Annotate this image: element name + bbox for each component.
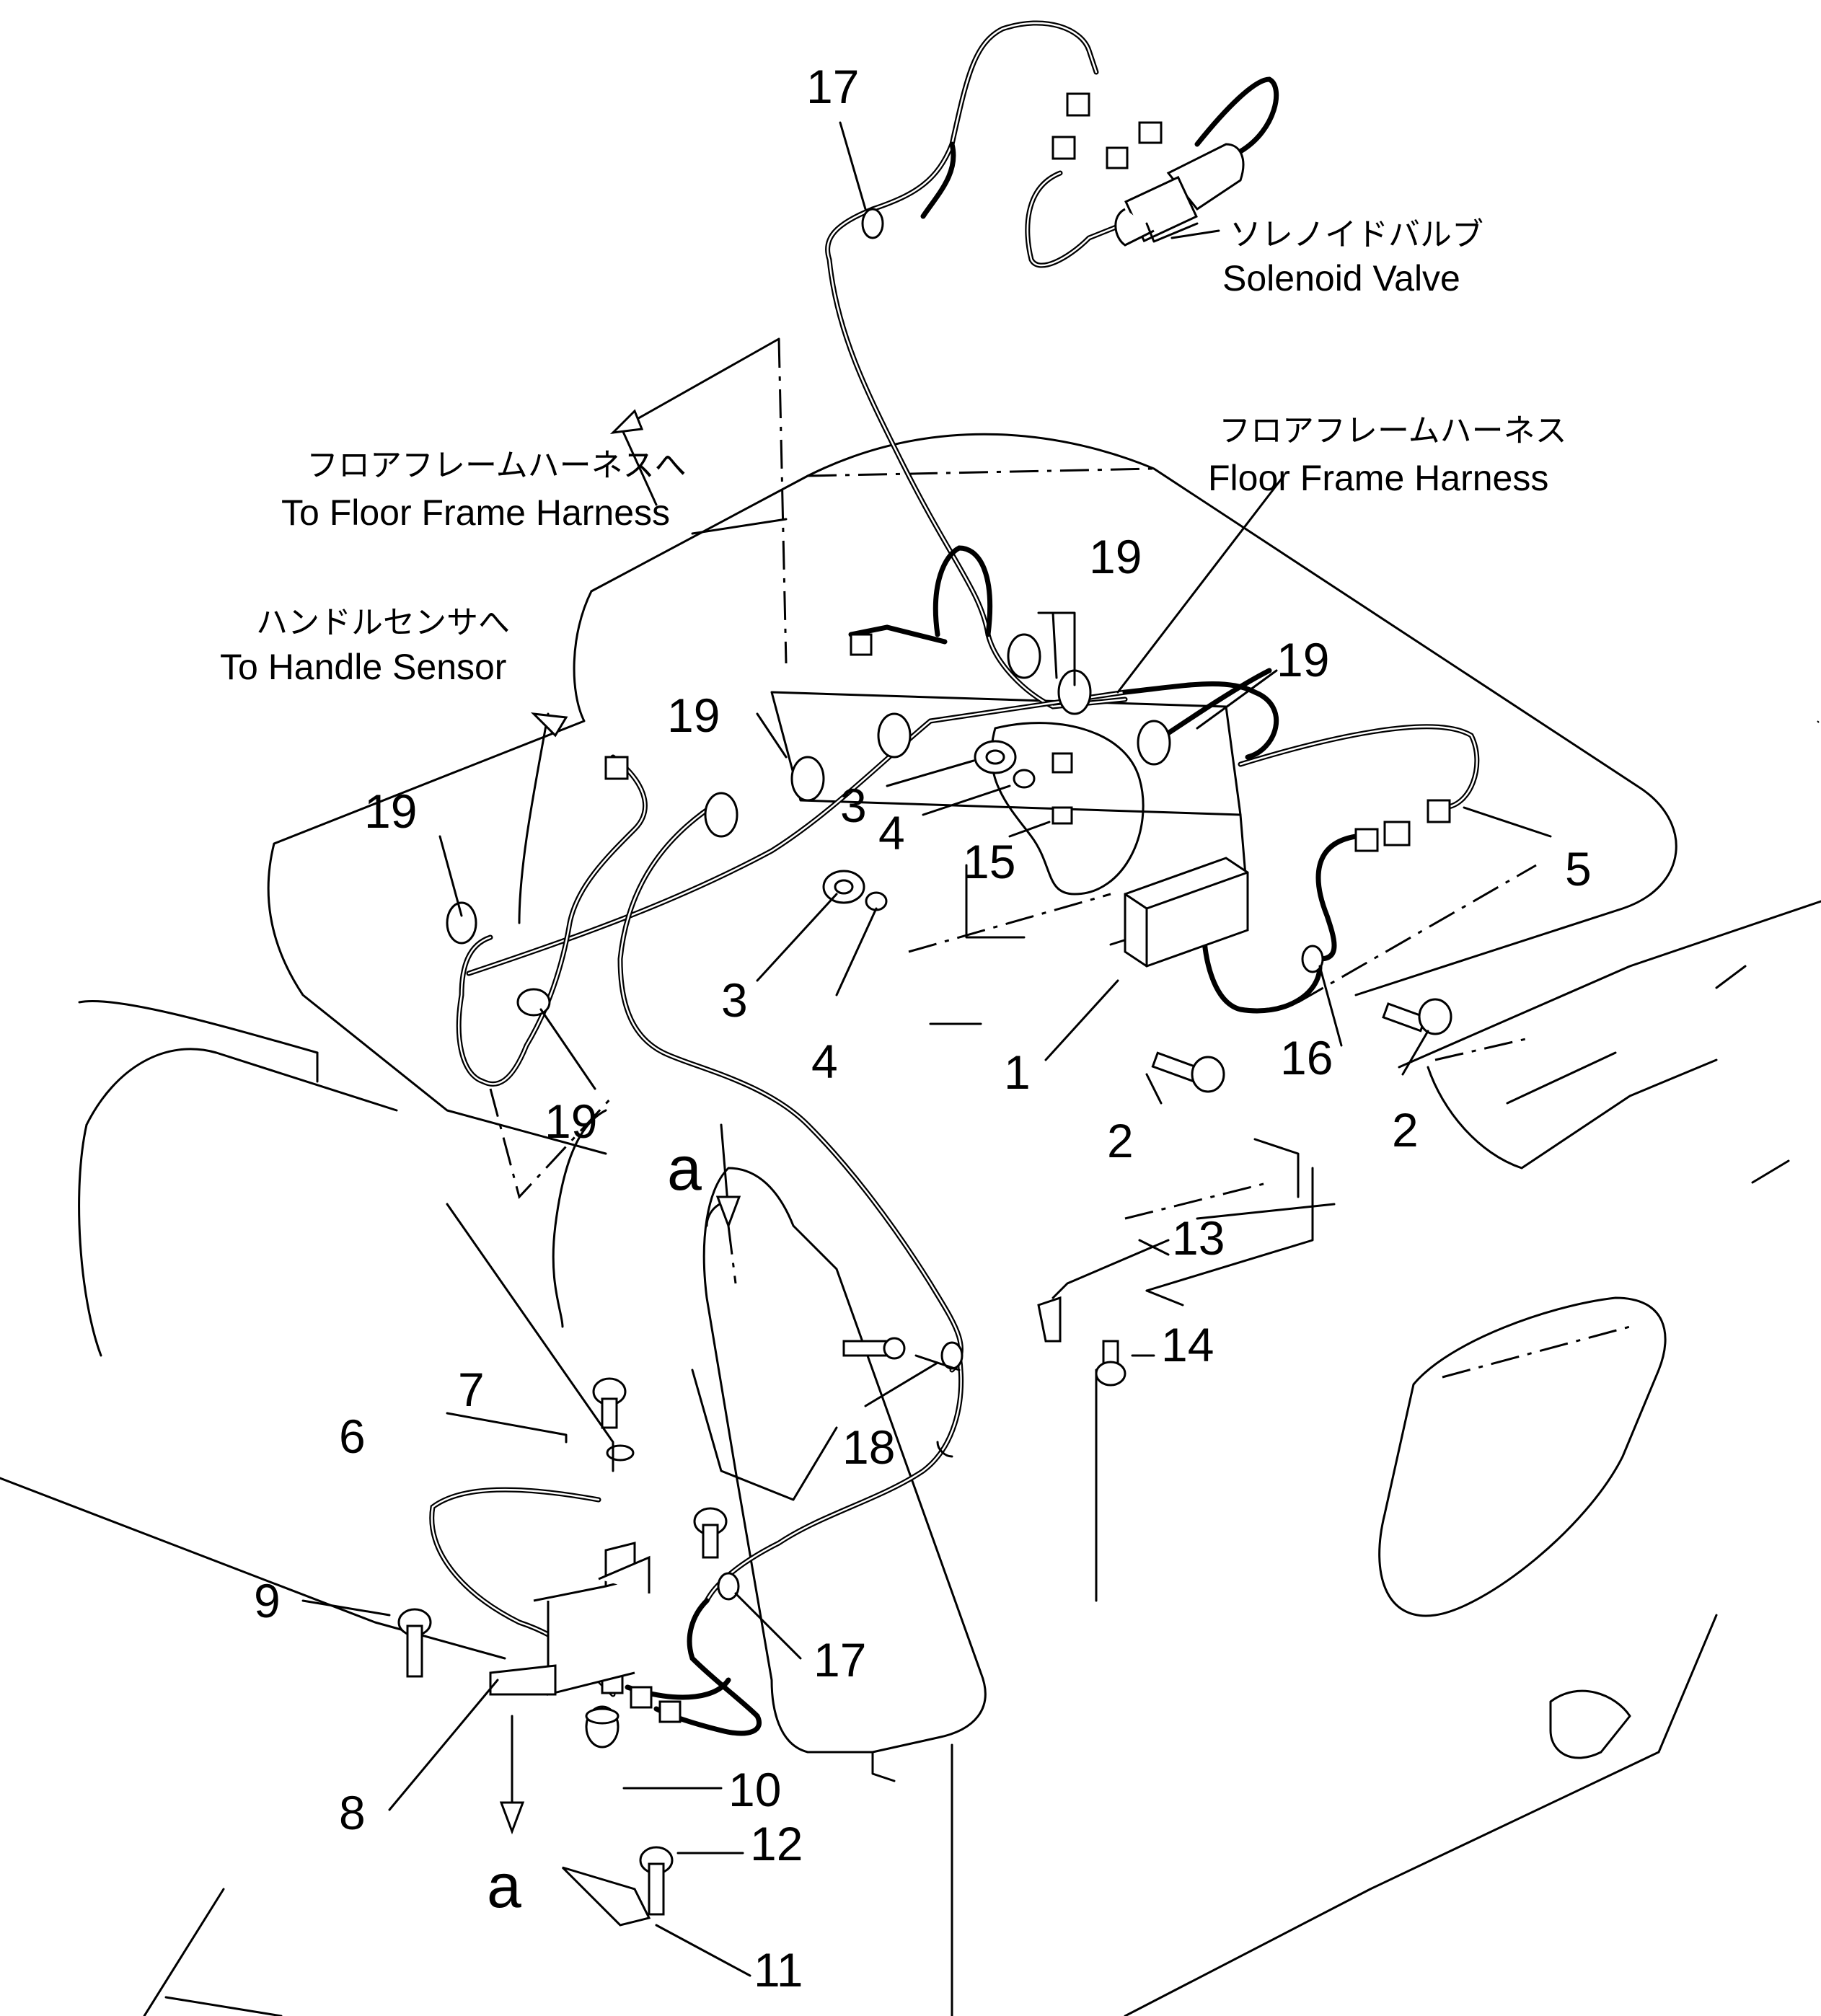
controller-box xyxy=(1124,857,1249,968)
callout-9: 9 xyxy=(254,1574,281,1627)
callout-2-right: 2 xyxy=(1392,1103,1419,1157)
callout-18: 18 xyxy=(842,1420,895,1474)
callout-19-top: 19 xyxy=(1089,530,1142,583)
callout-6: 6 xyxy=(339,1410,366,1463)
callout-3-lower: 3 xyxy=(721,973,748,1027)
callout-19-center: 19 xyxy=(667,689,720,742)
callout-16: 16 xyxy=(1280,1031,1333,1084)
callout-11: 11 xyxy=(754,1943,803,1997)
view-marker-a-bottom: a xyxy=(487,1852,521,1921)
labels: ソレノイドバルブ Solenoid Valve フロアフレームハーネス Floo… xyxy=(220,216,1567,1921)
callout-3-upper: 3 xyxy=(840,779,867,832)
to-floor-harness-label-en: To Floor Frame Harness xyxy=(281,492,670,533)
callout-19-right: 19 xyxy=(1277,633,1329,686)
callout-4-lower: 4 xyxy=(811,1035,838,1088)
part-callouts: 17 19 19 19 19 19 3 4 15 5 3 4 1 16 2 2 … xyxy=(254,60,1592,1997)
callout-1: 1 xyxy=(1004,1045,1031,1099)
callout-7: 7 xyxy=(458,1363,485,1416)
solenoid-valve-label-en: Solenoid Valve xyxy=(1222,258,1460,299)
floor-harness-label-en: Floor Frame Harness xyxy=(1208,458,1548,498)
callout-12: 12 xyxy=(750,1817,803,1870)
view-marker-a-top: a xyxy=(667,1134,702,1203)
wire-harness xyxy=(429,20,1480,1736)
callout-2-left: 2 xyxy=(1107,1114,1134,1167)
floor-harness-label-jp: フロアフレームハーネス xyxy=(1219,412,1567,449)
connectors xyxy=(601,92,1451,1723)
bolts xyxy=(397,998,1452,1916)
callout-17-top: 17 xyxy=(806,60,859,113)
callout-19-left: 19 xyxy=(364,784,417,838)
callout-10: 10 xyxy=(728,1763,781,1816)
brackets xyxy=(489,1296,1062,1927)
nuts-and-washers xyxy=(606,740,1036,1462)
callout-15: 15 xyxy=(963,835,1015,888)
solenoid-valve xyxy=(1114,143,1245,247)
callout-19-bottom: 19 xyxy=(544,1095,597,1148)
to-handle-sensor-label-jp: ハンドルセンサへ xyxy=(256,604,510,641)
callout-8: 8 xyxy=(339,1786,366,1839)
leader-lines xyxy=(301,121,1552,1977)
harness-clamps xyxy=(446,208,1324,1601)
to-handle-sensor-label-en: To Handle Sensor xyxy=(220,647,506,687)
callout-17-bottom: 17 xyxy=(814,1633,866,1686)
solenoid-valve-label-jp: ソレノイドバルブ xyxy=(1230,216,1483,253)
to-floor-harness-label-jp: フロアフレームハーネスへ xyxy=(307,447,687,484)
callout-13: 13 xyxy=(1172,1211,1225,1265)
callout-4-upper: 4 xyxy=(878,806,905,859)
callout-14: 14 xyxy=(1161,1318,1214,1371)
callout-5: 5 xyxy=(1565,842,1592,896)
